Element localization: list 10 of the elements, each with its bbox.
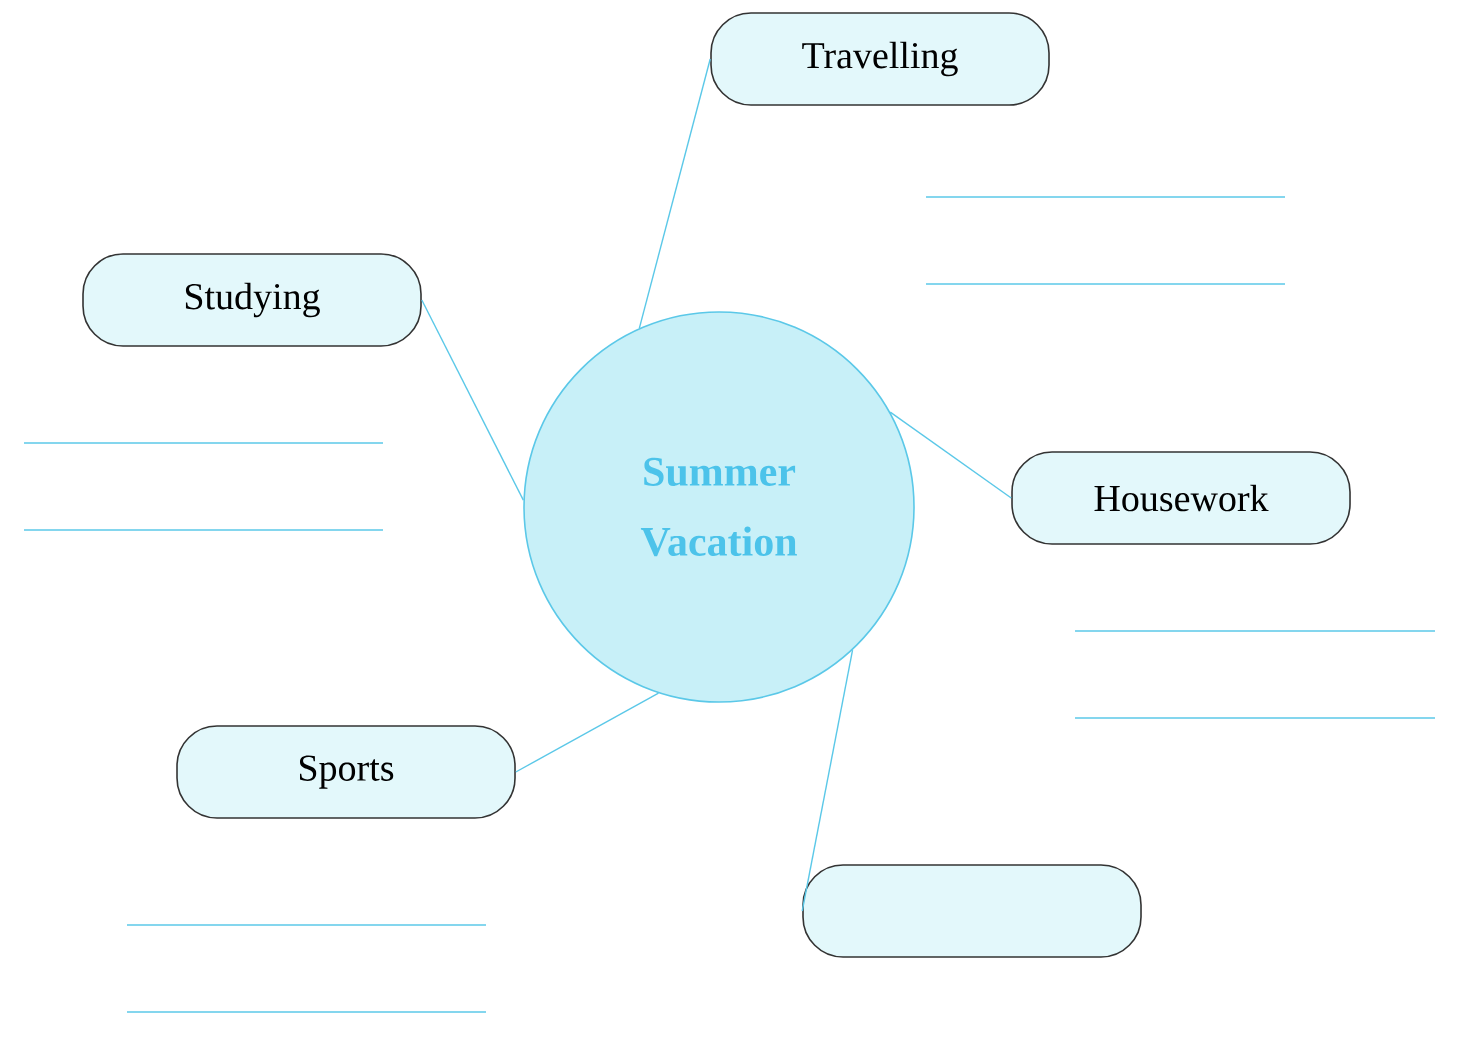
connector-line: [889, 411, 1012, 499]
topic-box: Studying: [82, 253, 422, 347]
empty-box: [802, 864, 1142, 958]
connector-line: [515, 692, 660, 773]
topic-box: Housework: [1011, 451, 1351, 545]
connector-line: [638, 58, 711, 329]
connector-line: [801, 649, 854, 912]
topic-box: Travelling: [710, 12, 1050, 106]
topic-box: Sports: [176, 725, 516, 819]
connector-line: [421, 299, 525, 501]
